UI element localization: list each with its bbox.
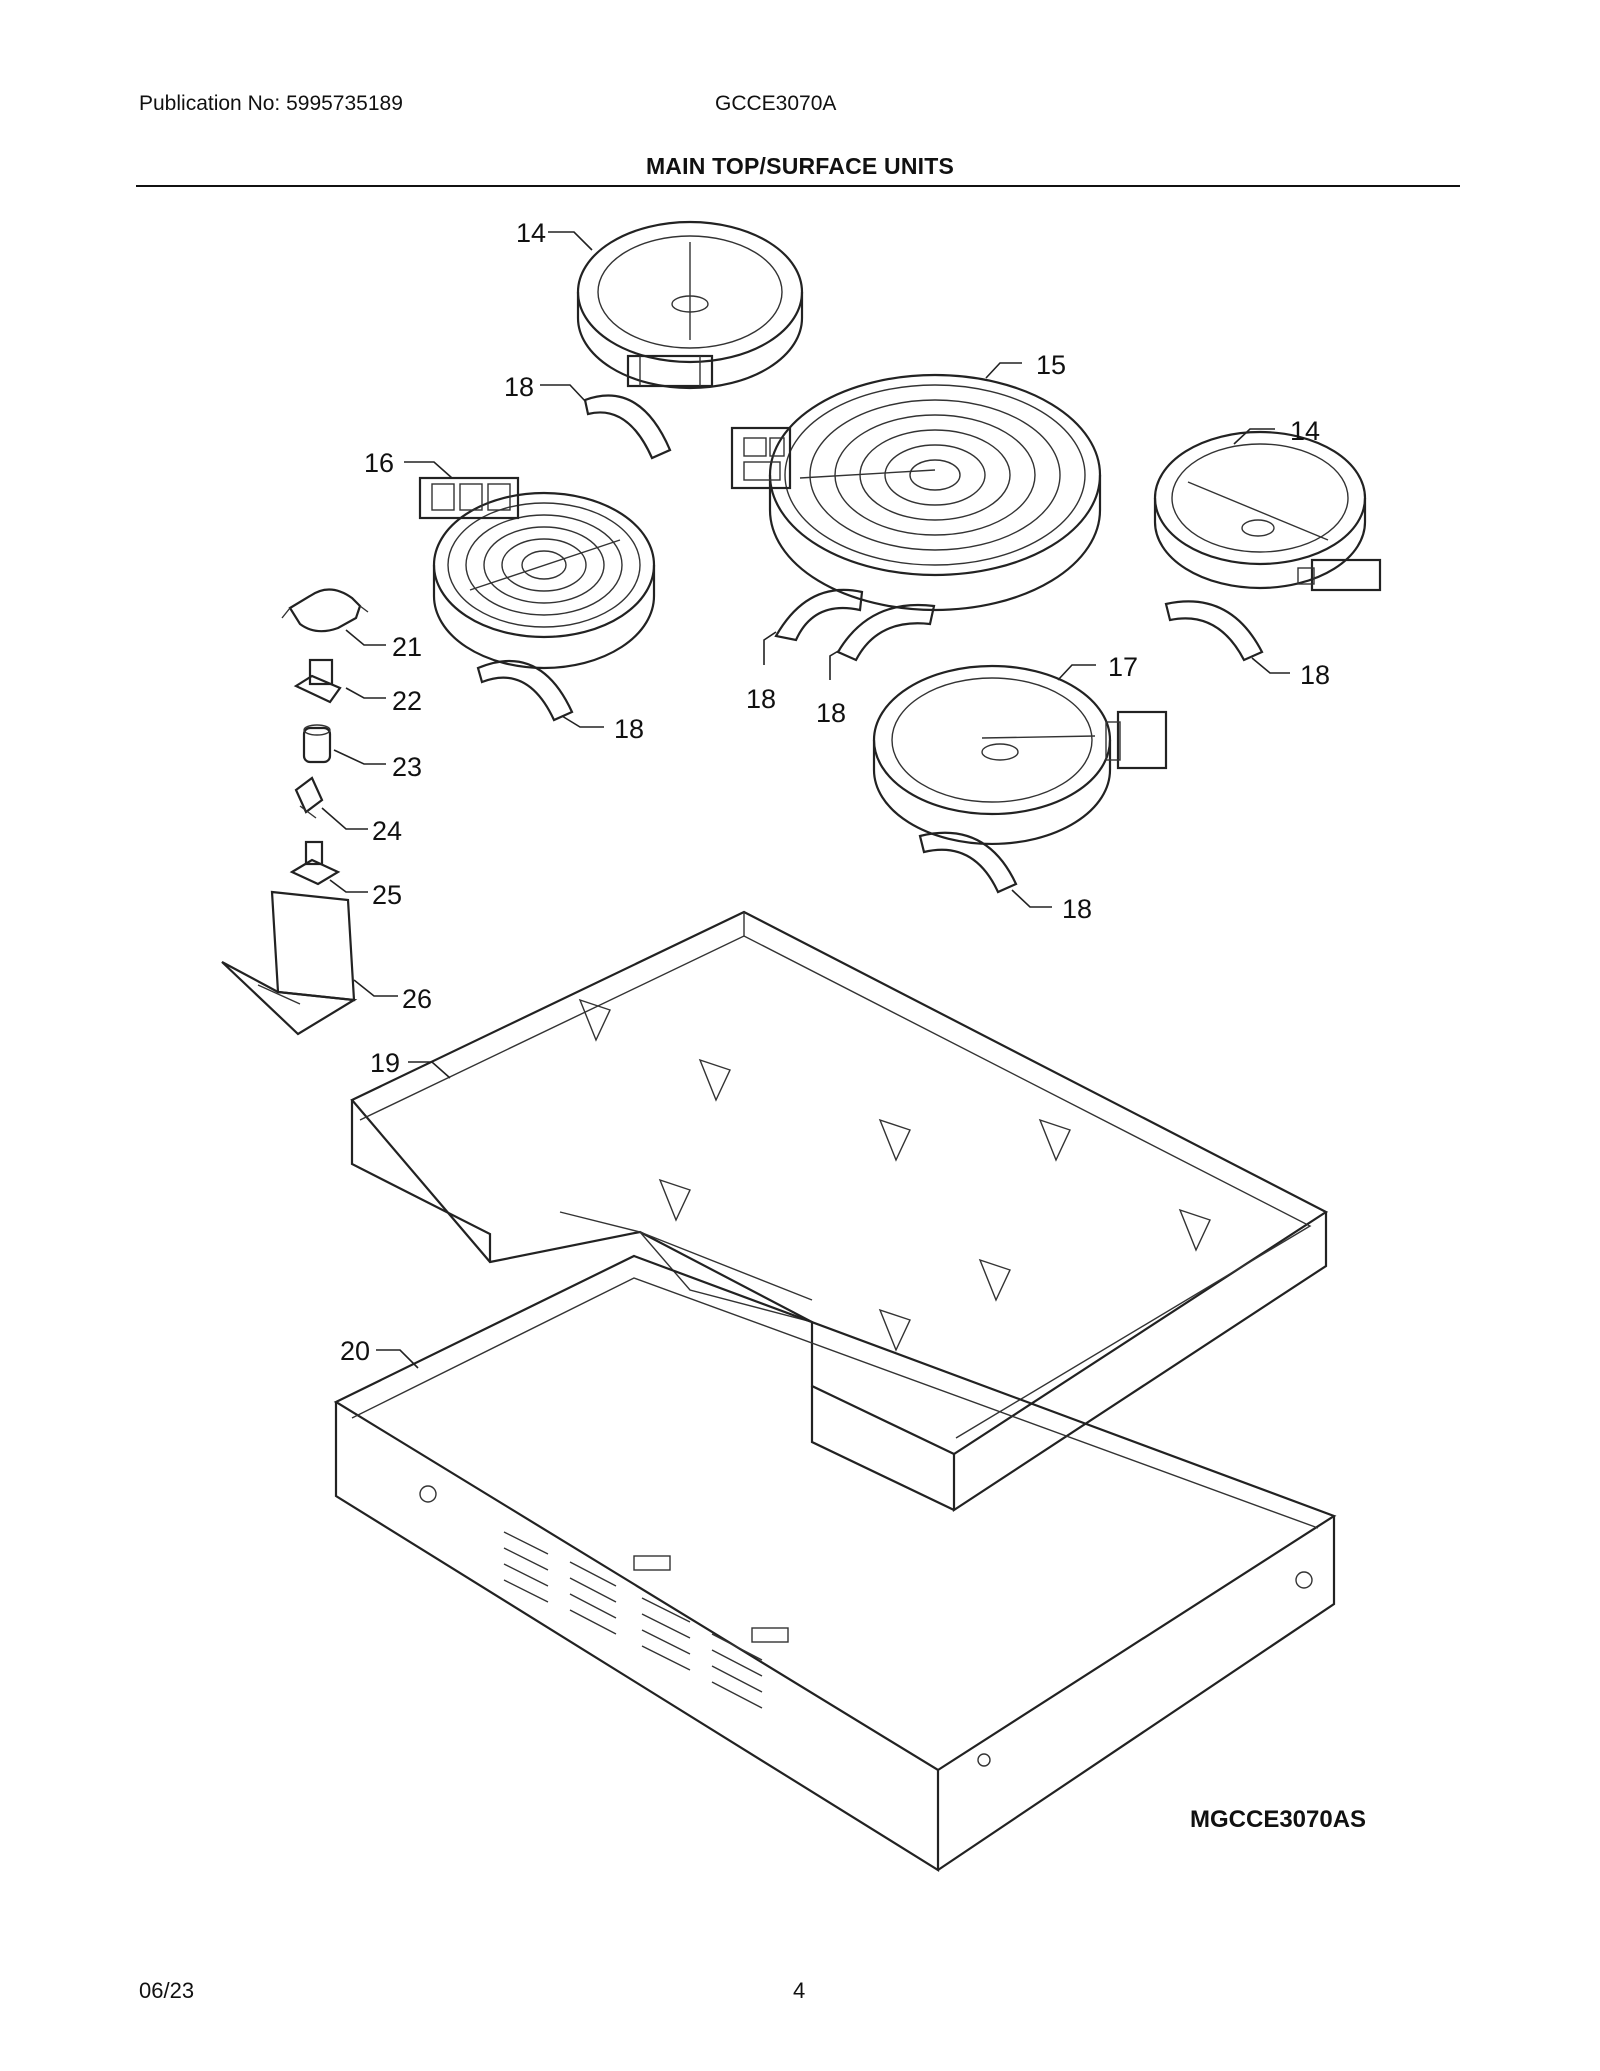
main-top-box-20 [333, 1254, 1337, 1872]
label-16: 16 [364, 448, 394, 478]
label-19: 19 [370, 1048, 400, 1078]
element-tray-19 [350, 910, 1329, 1513]
element-clip-18e [1164, 600, 1264, 662]
title-rule [136, 185, 1460, 187]
clip-24 [294, 776, 324, 819]
page-number: 4 [793, 1978, 806, 2003]
label-14-top: 14 [516, 218, 546, 248]
label-15: 15 [1036, 350, 1066, 380]
label-18-right: 18 [1300, 660, 1330, 690]
bracket-26 [221, 890, 358, 1036]
element-clip-18d [836, 603, 936, 662]
bracket-22 [293, 658, 342, 704]
element-clip-18b [476, 659, 574, 722]
label-20: 20 [340, 1336, 370, 1366]
clip-23 [302, 724, 332, 764]
label-25: 25 [372, 880, 402, 910]
bracket-25 [289, 840, 341, 886]
label-21: 21 [392, 632, 422, 662]
label-22: 22 [392, 686, 422, 716]
publication-number: Publication No: 5995735189 [139, 92, 403, 115]
label-26: 26 [402, 984, 432, 1014]
page-title: MAIN TOP/SURFACE UNITS [645, 153, 955, 179]
element-clip-18f [918, 831, 1018, 894]
surface-element-14-top [576, 220, 804, 390]
surface-element-14-right [1153, 430, 1382, 592]
label-18-top: 18 [504, 372, 534, 402]
bracket-21 [281, 588, 369, 633]
label-18-mid-left: 18 [746, 684, 776, 714]
leader-lines [321, 231, 1290, 1369]
element-clip-18c [774, 588, 864, 642]
label-18-bottom: 18 [1062, 894, 1092, 924]
diagram-code: MGCCE3070AS [1190, 1806, 1367, 1833]
element-clip-18a [583, 394, 672, 460]
label-24: 24 [372, 816, 402, 846]
label-23: 23 [392, 752, 422, 782]
surface-element-15 [730, 373, 1102, 612]
surface-element-17 [872, 664, 1168, 846]
surface-element-16 [418, 476, 656, 670]
footer-date: 06/23 [139, 1978, 195, 2003]
label-18-mid-right: 18 [816, 698, 846, 728]
model-number: GCCE3070A [715, 92, 837, 115]
label-18-left: 18 [614, 714, 644, 744]
label-17: 17 [1108, 652, 1138, 682]
label-14-right: 14 [1290, 416, 1320, 446]
